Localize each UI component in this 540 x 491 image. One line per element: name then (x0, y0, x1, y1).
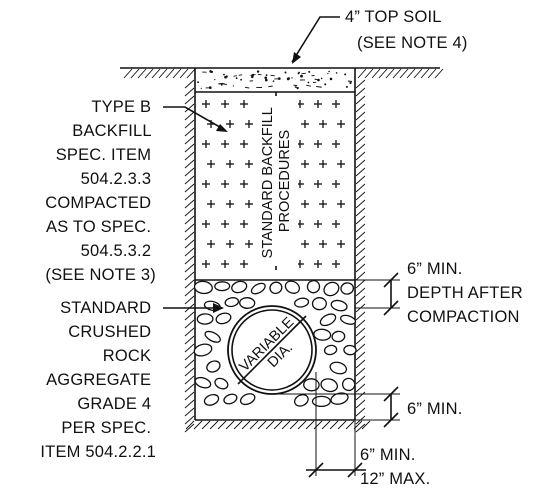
depth-dimension (355, 272, 400, 316)
aggregate-label: STANDARD CRUSHED ROCK AGGREGATE GRADE 4 … (40, 299, 156, 461)
bedding-dimension (278, 386, 400, 428)
bedding-min-label: 6” MIN. (407, 400, 462, 418)
side-clearance-label: 6” MIN. 12” MAX. (360, 446, 430, 488)
topsoil-leader (291, 16, 340, 63)
backfill-layer (202, 100, 345, 268)
backfill-arrowhead (216, 124, 228, 132)
topsoil-arrowhead (292, 52, 301, 64)
backfill-label: TYPE B BACKFILL SPEC. ITEM 504.2.3.3 COM… (45, 98, 156, 284)
aggregate-arrowhead (213, 303, 224, 313)
backfill-procedures-label: STANDARD BACKFILL PROCEDURES (254, 92, 298, 270)
aggregate-layer (193, 279, 357, 408)
topsoil-label: 4” TOP SOIL (SEE NOTE 4) (345, 8, 468, 52)
side-clearance-dimension (306, 372, 366, 478)
backfill-leader (163, 106, 226, 131)
trench-walls (194, 67, 356, 421)
svg-text:STANDARD BACKFILL PROCED: STANDARD BACKFILL PROCEDURES (260, 104, 293, 259)
pipe: VARIABLE DIA. (227, 305, 317, 395)
earth-hatching (123, 68, 444, 433)
procedures-line1: STANDARD BACKFILL (260, 107, 276, 258)
procedures-line2: PROCEDURES (277, 130, 293, 232)
topsoil-layer (197, 70, 353, 90)
depth-after-label: 6” MIN. DEPTH AFTER COMPACTION (407, 260, 528, 326)
